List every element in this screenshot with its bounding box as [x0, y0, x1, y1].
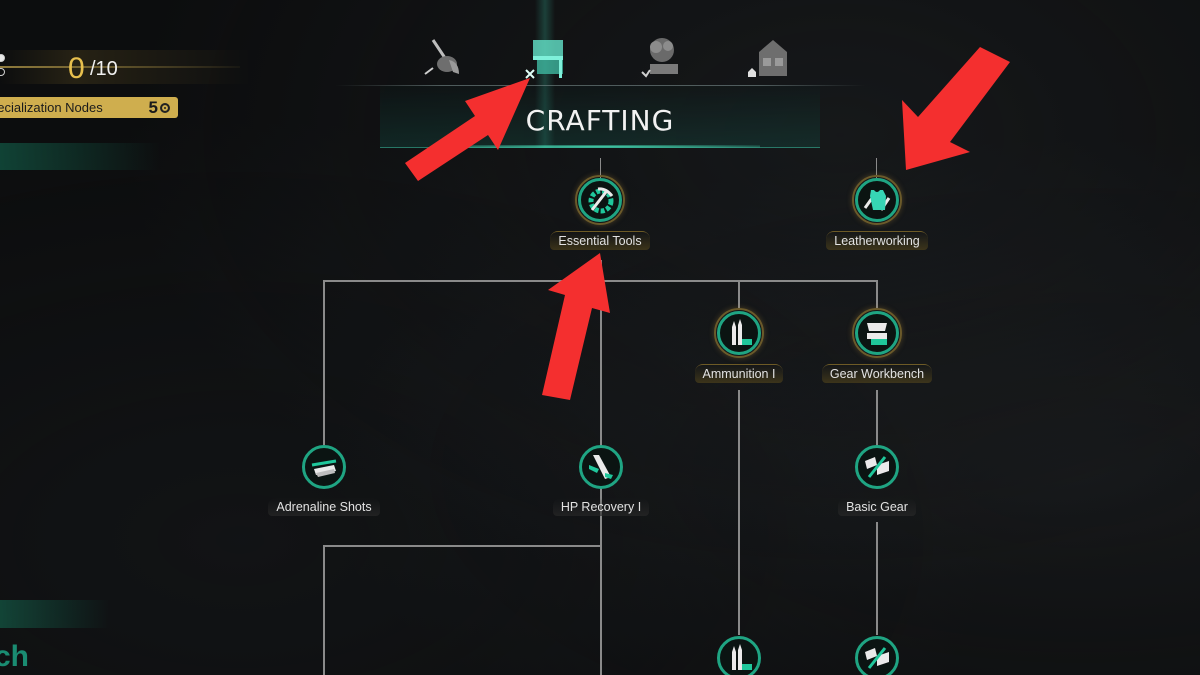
medkit-icon — [589, 455, 613, 479]
node-frame — [576, 442, 626, 492]
syringe-icon — [311, 459, 337, 477]
skill-points-total: /10 — [90, 58, 118, 80]
node-label: Leatherworking — [826, 231, 928, 250]
gear-workbench-icon — [867, 323, 887, 345]
point-indicator-filled — [0, 54, 5, 62]
skill-node-basic-gear[interactable]: Basic Gear — [797, 442, 957, 516]
connector — [876, 522, 878, 635]
point-indicator-empty — [0, 68, 5, 76]
node-label: Basic Gear — [838, 498, 916, 516]
specialization-nodes-badge: pecialization Nodes 5 — [0, 97, 178, 118]
workbench-icon — [525, 40, 563, 79]
node-frame — [575, 175, 625, 225]
connector — [600, 158, 601, 178]
node-frame — [852, 633, 902, 675]
node-frame — [852, 175, 902, 225]
annotation-arrow-crafting-tab — [405, 78, 530, 181]
node-label: Ammunition I — [694, 364, 784, 383]
pickaxe-gear-icon — [588, 187, 614, 214]
house-icon — [748, 40, 787, 77]
node-label: Gear Workbench — [821, 364, 933, 383]
side-panel-highlight-bottom[interactable] — [0, 600, 110, 628]
skill-node-leatherworking[interactable]: Leatherworking — [797, 175, 957, 250]
axe-icon — [424, 39, 459, 75]
page-title: CRAFTING — [525, 104, 675, 137]
connector — [876, 280, 878, 308]
tab-combat[interactable] — [414, 32, 470, 82]
specialization-count: 5 — [149, 98, 170, 118]
tab-crafting[interactable] — [518, 32, 574, 82]
coin-icon — [160, 102, 170, 113]
connector — [876, 158, 877, 178]
specialization-label: pecialization Nodes — [0, 100, 103, 115]
skill-node-gear-upgrade[interactable] — [797, 633, 957, 675]
skill-node-essential-tools[interactable]: Essential Tools — [520, 175, 680, 250]
node-label: Essential Tools — [550, 231, 650, 250]
skill-node-hp-recovery-1[interactable]: HP Recovery I — [521, 442, 681, 516]
skill-node-adrenaline-shots[interactable]: Adrenaline Shots — [244, 442, 404, 516]
annotation-arrow-leatherworking — [902, 47, 1010, 170]
tab-farming[interactable] — [633, 32, 689, 82]
connector — [323, 545, 325, 675]
node-frame — [852, 308, 902, 358]
node-frame — [852, 442, 902, 492]
bullets-icon — [732, 644, 752, 670]
basic-gear-icon — [865, 647, 889, 669]
tabs-divider — [335, 85, 865, 86]
connector — [323, 280, 325, 445]
node-frame — [714, 308, 764, 358]
connector — [738, 390, 740, 635]
specialization-count-value: 5 — [148, 97, 158, 117]
connector — [738, 280, 740, 308]
skill-points-current: 0 — [68, 52, 85, 85]
side-panel-highlight[interactable] — [0, 143, 160, 170]
node-label: HP Recovery I — [552, 498, 650, 516]
connector — [876, 390, 878, 445]
skill-node-ammunition-2[interactable] — [659, 633, 819, 675]
skill-node-ammunition-1[interactable]: Ammunition I — [659, 308, 819, 383]
points-glow — [0, 66, 240, 68]
node-frame — [714, 633, 764, 675]
side-panel-label[interactable]: ch — [0, 640, 30, 673]
skill-node-gear-workbench[interactable]: Gear Workbench — [797, 308, 957, 383]
tab-base[interactable] — [740, 32, 796, 82]
annotation-arrow-essential-tools — [542, 253, 610, 400]
tree-planter-icon — [641, 38, 678, 78]
leather-vest-icon — [863, 190, 891, 211]
node-frame — [299, 442, 349, 492]
basic-gear-icon — [865, 456, 889, 478]
connector — [323, 545, 602, 547]
header-shine — [440, 145, 760, 148]
node-label: Adrenaline Shots — [268, 498, 380, 516]
bullets-icon — [732, 319, 752, 345]
